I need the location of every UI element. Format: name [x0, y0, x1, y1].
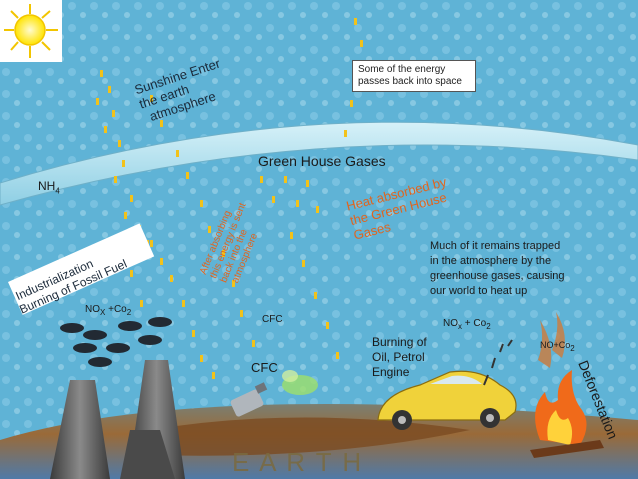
earth-label: E A R T H	[232, 447, 364, 477]
burning-oil-line-1: Burning of	[372, 335, 427, 349]
no-co2-sub: 2	[570, 343, 575, 353]
exhaust-dashes	[483, 339, 513, 386]
greenhouse-gas-layer	[0, 121, 638, 206]
burning-oil-line-3: Engine	[372, 365, 410, 379]
nox-left-rest: +Co	[105, 304, 127, 315]
trapped-heat-label: Much of it remains trapped in the atmosp…	[430, 239, 565, 298]
nox-left-sub2: 2	[126, 308, 132, 317]
nox-right-label: NOx + Co2	[443, 318, 491, 331]
fire-icon	[530, 312, 604, 458]
space-note-text: Some of the energy passes back into spac…	[358, 64, 462, 87]
nox-right-sub: x	[458, 322, 462, 331]
nox-left-base: NO	[85, 304, 100, 315]
nox-right-sub2: 2	[486, 322, 491, 331]
car-icon	[377, 370, 517, 430]
nh4-label: NH4	[38, 179, 60, 196]
no-co2-label: NO+Co2	[540, 340, 575, 353]
green-house-gases-label: Green House Gases	[258, 153, 386, 169]
cfc-big-label: CFC	[251, 360, 278, 375]
spray-can-icon	[230, 382, 268, 417]
burning-oil-label: Burning of Oil, Petrol Engine	[372, 335, 427, 380]
trapped-line-4: our world to heat up	[430, 284, 528, 297]
nox-right-rest: + Co	[462, 318, 487, 329]
sun-icon	[0, 0, 62, 62]
nox-left-sub: X	[100, 308, 106, 317]
space-note-box: Some of the energy passes back into spac…	[352, 60, 476, 92]
burning-oil-line-2: Oil, Petrol	[372, 350, 425, 364]
no-co2-base: NO+Co	[540, 340, 571, 350]
nh4-sub: 4	[55, 186, 60, 196]
nox-right-base: NO	[443, 318, 458, 329]
nox-left-label: NOX +Co2	[85, 304, 131, 317]
trapped-line-3: greenhouse gases, causing	[430, 269, 565, 282]
trapped-line-2: in the atmosphere by the	[430, 254, 552, 267]
factory-chimneys-icon	[50, 360, 185, 479]
nh4-base: NH	[38, 179, 56, 193]
cfc-cloud-icon	[282, 370, 318, 395]
cfc-small-label: CFC	[262, 314, 283, 325]
trapped-line-1: Much of it remains trapped	[430, 240, 561, 252]
smoke-clouds	[60, 317, 172, 367]
